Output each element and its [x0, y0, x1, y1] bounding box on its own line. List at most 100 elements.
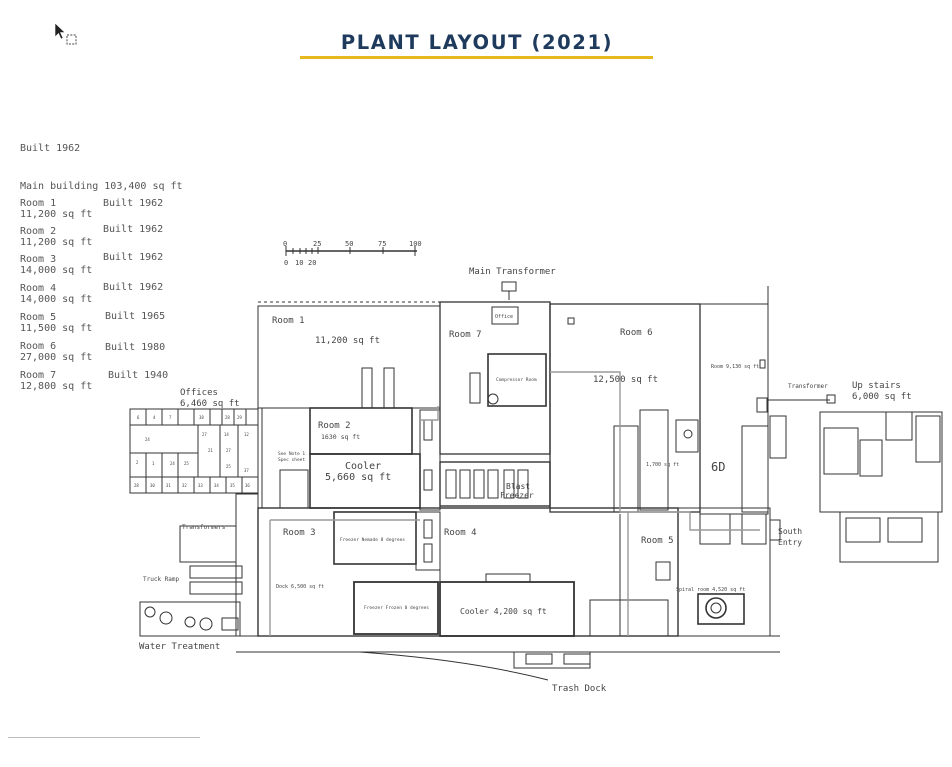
room-area: 11,200 sq ft	[20, 209, 93, 220]
dock-label: Dock 6,500 sq ft	[276, 584, 324, 590]
office-cell-number: 37	[244, 468, 249, 473]
office-cell-number: 33	[198, 483, 203, 488]
office-cell-number: 4	[153, 415, 156, 420]
room5-label: Room 5	[641, 536, 674, 546]
transformers-label: Transformers	[182, 524, 226, 531]
office-cell-number: 6	[137, 415, 140, 420]
scale-tick: 10	[295, 259, 303, 267]
scale-tick: 75	[378, 240, 386, 248]
room-area: 11,500 sq ft	[20, 323, 93, 334]
office-cell-number: 27	[226, 448, 231, 453]
small-area-label: 1,700 sq ft	[646, 462, 679, 468]
room-built: Built 1940	[108, 370, 169, 381]
office-cell-number: 34	[214, 483, 219, 488]
room6-area-label: 12,500 sq ft	[593, 375, 658, 385]
scale-tick: 25	[313, 240, 321, 248]
room-built: Built 1962	[103, 282, 164, 293]
office-cell-number: 2	[136, 460, 139, 465]
cooler2-label: Cooler 4,200 sq ft	[460, 607, 547, 616]
page-title: PLANT LAYOUT (2021)	[340, 31, 614, 54]
scale-bar	[285, 246, 417, 256]
freezer-frozen-box	[353, 581, 439, 635]
room3-label: Room 3	[283, 528, 316, 538]
main-transformer-box	[501, 281, 517, 292]
main-building-label: Main building 103,400 sq ft	[20, 181, 183, 192]
upstairs-area-label: 6,000 sq ft	[852, 392, 912, 402]
offices-label: Offices	[180, 388, 218, 398]
scale-tick: 0	[284, 259, 288, 267]
scale-tick: 20	[308, 259, 316, 267]
room-built: Built 1980	[105, 342, 166, 353]
office-cell-number: 24	[170, 461, 175, 466]
compressor-room-label: Compressor Room	[496, 377, 537, 383]
room-area: 14,000 sq ft	[20, 294, 93, 305]
room-name: Room 1	[20, 198, 57, 209]
office-cell-number: 38	[199, 415, 204, 420]
office-cell-number: 7	[169, 415, 172, 420]
freezer-frozen-label: Freezer Frozen 0 degrees	[364, 605, 429, 611]
offices-grid	[129, 408, 259, 494]
room-name: Room 7	[20, 370, 57, 381]
transformer-label: Transformer	[788, 383, 828, 390]
office-cell-number: 29	[237, 415, 242, 420]
spec-sheet-label: Spec sheet	[278, 457, 305, 463]
office-cell-number: 28	[134, 483, 139, 488]
cursor-icon	[54, 22, 77, 45]
scale-tick: 100	[409, 240, 422, 248]
south-label: South	[778, 527, 802, 536]
room-name: Room 4	[20, 283, 57, 294]
room-built: Built 1962	[103, 198, 164, 209]
room-area: 11,200 sq ft	[20, 237, 93, 248]
offices-area-label: 6,460 sq ft	[180, 399, 240, 409]
mark-6d-label: 6D	[711, 460, 725, 474]
main-transformer-label: Main Transformer	[469, 267, 556, 277]
office-cell-number: 35	[230, 483, 235, 488]
room2-outline	[309, 407, 413, 455]
truck-ramp-label: Truck Ramp	[143, 576, 180, 583]
room-built: Built 1962	[103, 252, 164, 263]
office-cell-number: 32	[182, 483, 187, 488]
water-treatment-label: Water Treatment	[139, 642, 220, 652]
room7-label: Room 7	[449, 330, 482, 340]
office-cell-number: 1	[152, 461, 155, 466]
room1-label: Room 1	[272, 316, 305, 326]
office-cell-number: 12	[244, 432, 249, 437]
upstairs-label: Up stairs	[852, 381, 901, 391]
office-cell-number: 31	[166, 483, 171, 488]
office-cell-number: 14	[224, 432, 229, 437]
office-cell-number: 24	[145, 437, 150, 442]
scale-tick: 50	[345, 240, 353, 248]
cooler-area-label: 5,660 sq ft	[325, 472, 391, 483]
room-name: Room 6	[20, 341, 57, 352]
office-label: Office	[495, 314, 513, 320]
compressor-room-box	[487, 353, 547, 407]
office-cell-number: 27	[202, 432, 207, 437]
built-year-label: Built 1962	[20, 143, 81, 154]
room-built: Built 1962	[103, 224, 164, 235]
blast-freezer-label-2: Freezer	[500, 491, 534, 500]
office-cell-number: 36	[245, 483, 250, 488]
room-built: Built 1965	[105, 311, 166, 322]
room1-area-label: 11,200 sq ft	[315, 336, 380, 346]
office-cell-number: 28	[225, 415, 230, 420]
room-name: Room 5	[20, 312, 57, 323]
room2-label: Room 2	[318, 421, 351, 431]
room-area: 14,000 sq ft	[20, 265, 93, 276]
room-name: Room 2	[20, 226, 57, 237]
cooler-label: Cooler	[345, 461, 381, 472]
office-box	[491, 306, 519, 325]
freezer-neg8-label: Freezer Nemade 8 degrees	[340, 537, 405, 543]
room-name: Room 3	[20, 254, 57, 265]
entry-label: Entry	[778, 538, 802, 547]
room-area: 27,000 sq ft	[20, 352, 93, 363]
room4-label: Room 4	[444, 528, 477, 538]
trash-dock-label: Trash Dock	[552, 684, 607, 694]
room2-area-label: 1630 sq ft	[321, 433, 360, 441]
title-underline	[300, 56, 653, 59]
blast-freezer-label: Blast	[506, 482, 530, 491]
room-small-area-label: Room 9,130 sq ft	[711, 364, 759, 370]
footer-divider	[8, 737, 200, 738]
office-cell-number: 25	[226, 464, 231, 469]
office-cell-number: 25	[184, 461, 189, 466]
office-cell-number: 30	[150, 483, 155, 488]
